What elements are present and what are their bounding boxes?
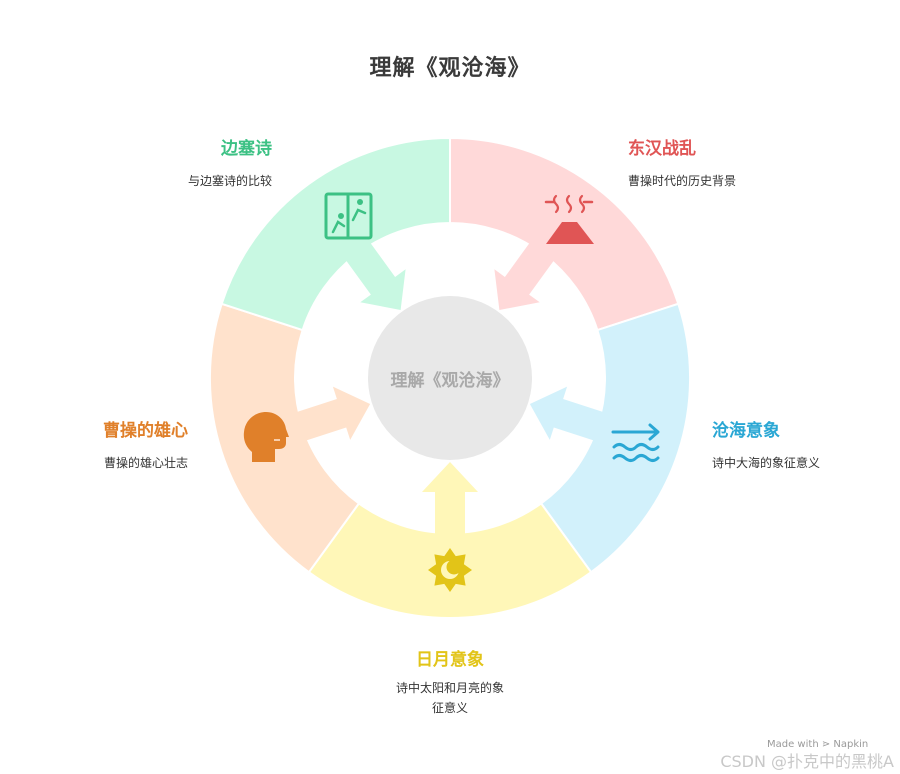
arrow-dong-han	[494, 235, 560, 310]
label-biansai: 边塞诗	[221, 139, 272, 159]
csdn-watermark: CSDN @扑克中的黑桃A	[720, 752, 894, 771]
center-label: 理解《观沧海》	[390, 371, 510, 391]
desc-canghai: 诗中大海的象征意义	[712, 456, 821, 470]
waves-icon	[611, 423, 660, 462]
center-circle[interactable]	[368, 296, 532, 460]
sun-moon-icon	[428, 548, 472, 592]
label-xiongxin: 曹操的雄心	[103, 421, 188, 441]
border-gate-icon	[324, 192, 373, 240]
desc-riyue-line-1: 诗中太阳和月亮的象	[395, 681, 504, 695]
made-with-napkin: Made with ⋗ Napkin	[767, 739, 869, 750]
segment-biansai[interactable]	[220, 136, 451, 332]
desc-riyue: 诗中太阳和月亮的象 征意义	[350, 678, 550, 718]
page-title: 理解《观沧海》	[369, 55, 531, 81]
head-icon	[243, 412, 289, 462]
desc-dong-han: 曹操时代的历史背景	[628, 174, 737, 188]
label-dong-han: 东汉战乱	[628, 139, 696, 159]
arrow-xiongxin	[288, 386, 371, 444]
arrow-canghai	[529, 386, 612, 444]
label-canghai: 沧海意象	[712, 421, 780, 441]
desc-riyue-line-2: 征意义	[431, 701, 468, 715]
arrow-biansai	[340, 235, 406, 310]
label-riyue: 日月意象	[416, 650, 484, 670]
segment-canghai[interactable]	[539, 302, 692, 574]
arrow-riyue	[422, 462, 478, 543]
volcano-icon	[544, 194, 594, 244]
desc-xiongxin: 曹操的雄心壮志	[103, 456, 188, 470]
desc-biansai: 与边塞诗的比较	[187, 174, 272, 188]
